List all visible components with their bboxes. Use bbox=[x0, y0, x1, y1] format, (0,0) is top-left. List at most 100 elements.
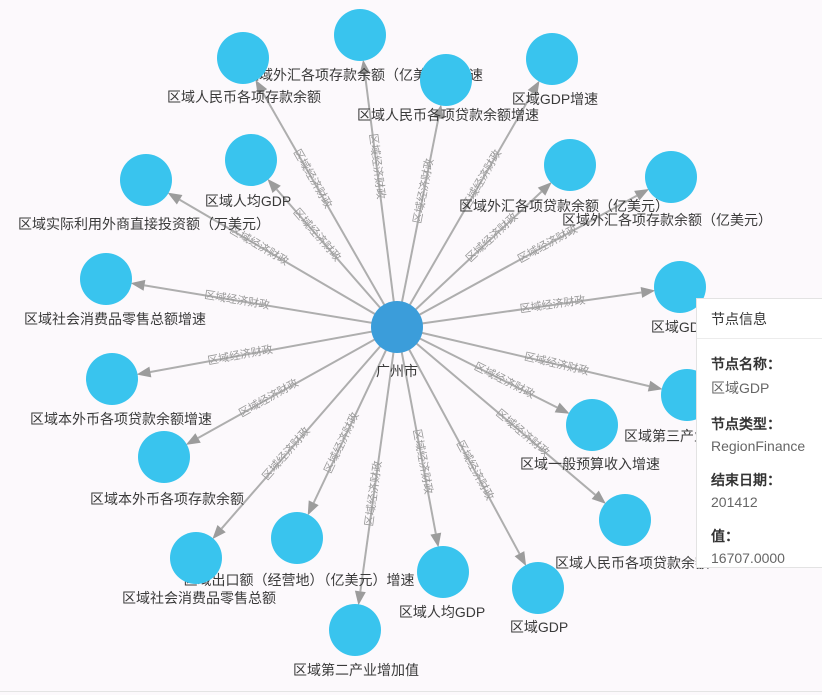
graph-node[interactable] bbox=[526, 33, 578, 85]
graph-node[interactable] bbox=[329, 604, 381, 656]
graph-edge bbox=[197, 326, 398, 439]
graph-edge bbox=[396, 326, 558, 409]
node-label: 区域人民币各项存款余额 bbox=[167, 89, 321, 105]
graph-edge bbox=[275, 188, 398, 328]
node-label: 区域外汇各项贷款余额（亿美元） bbox=[459, 198, 669, 214]
node-label: 区域本外币各项贷款余额增速 bbox=[30, 411, 212, 427]
graph-edge bbox=[396, 92, 534, 328]
node-label: 区域人均GDP bbox=[205, 193, 291, 209]
edge-label: 区域经济财政 bbox=[454, 438, 498, 503]
graph-node[interactable] bbox=[654, 261, 706, 313]
field-value: 201412 bbox=[711, 494, 758, 510]
graph-node[interactable] bbox=[271, 512, 323, 564]
edge-label: 区域经济财政 bbox=[206, 342, 273, 368]
graph-node[interactable] bbox=[544, 139, 596, 191]
node-labels-layer: 区域人民币各项存款余额区域外汇各项存款余额（亿美元）增速区域人民币各项贷款余额增… bbox=[18, 67, 772, 678]
node-label: 区域人民币各项贷款余额增速 bbox=[357, 107, 539, 123]
edge-label: 区域经济财政 bbox=[291, 146, 336, 210]
edge-arrow-icon bbox=[640, 287, 656, 298]
field-value: 区域GDP bbox=[711, 380, 770, 396]
edge-arrow-icon bbox=[130, 279, 146, 291]
graph-node[interactable] bbox=[512, 562, 564, 614]
edge-arrow-icon bbox=[634, 189, 650, 201]
edge-label: 区域经济财政 bbox=[290, 205, 344, 264]
edge-arrow-icon bbox=[136, 366, 152, 378]
graph-edge bbox=[396, 326, 437, 534]
node-label: 区域第二产业增加值 bbox=[293, 662, 419, 678]
node-label: 区域社会消费品零售总额 bbox=[122, 590, 276, 606]
node-label: 区域GDP增速 bbox=[512, 91, 598, 107]
field-label: 值： bbox=[711, 528, 739, 544]
edge-arrow-icon bbox=[430, 532, 442, 548]
graph-node[interactable] bbox=[120, 154, 172, 206]
node-info-panel: 节点信息 节点名称： 区域GDP 节点类型： RegionFinance 结束日… bbox=[696, 298, 822, 568]
edge-label: 区域经济财政 bbox=[410, 428, 436, 495]
node-label: 区域人民币各项贷款余额 bbox=[555, 555, 709, 571]
graph-edge bbox=[396, 326, 650, 388]
field-value: 16707.0000 bbox=[711, 550, 785, 566]
edge-arrow-icon bbox=[255, 79, 268, 95]
edge-label: 区域经济财政 bbox=[463, 210, 521, 265]
graph-node[interactable] bbox=[138, 431, 190, 483]
graph-edge bbox=[179, 198, 398, 328]
graph-edge bbox=[150, 326, 398, 373]
node-label: 区域出口额（经营地）（亿美元）增速 bbox=[184, 572, 415, 588]
edge-label: 区域经济财政 bbox=[361, 460, 384, 527]
edge-arrow-icon bbox=[647, 380, 663, 392]
graph-node[interactable] bbox=[645, 151, 697, 203]
graph-edge bbox=[396, 326, 596, 496]
graph-node[interactable] bbox=[566, 399, 618, 451]
panel-field-end-date: 结束日期： 201412 bbox=[711, 470, 822, 510]
center-graph-node[interactable] bbox=[371, 301, 423, 353]
graph-edge bbox=[396, 326, 521, 555]
node-label: 区域GDP bbox=[510, 619, 568, 635]
edge-label: 区域经济财政 bbox=[259, 424, 313, 483]
edge-arrow-icon bbox=[354, 590, 366, 606]
graph-node[interactable] bbox=[86, 353, 138, 405]
graph-node[interactable] bbox=[420, 54, 472, 106]
graph-edge bbox=[220, 326, 398, 530]
edge-arrow-icon bbox=[514, 551, 527, 567]
canvas-bottom-border bbox=[0, 691, 822, 692]
edge-arrow-icon bbox=[185, 433, 201, 445]
graph-edge bbox=[312, 326, 398, 504]
panel-body: 节点名称： 区域GDP 节点类型： RegionFinance 结束日期： 20… bbox=[697, 339, 822, 566]
node-label: 区域实际利用外商直接投资额（万美元） bbox=[18, 216, 270, 232]
field-value: RegionFinance bbox=[711, 438, 806, 454]
panel-field-type: 节点类型： RegionFinance bbox=[711, 414, 822, 454]
graph-node[interactable] bbox=[217, 32, 269, 84]
node-label: 区域社会消费品零售总额增速 bbox=[24, 311, 206, 327]
graph-node[interactable] bbox=[80, 253, 132, 305]
node-label: 区域本外币各项存款余额 bbox=[90, 491, 244, 507]
graph-node[interactable] bbox=[599, 494, 651, 546]
graph-edge bbox=[363, 73, 398, 328]
nodes-layer bbox=[80, 9, 713, 656]
edge-label: 区域经济财政 bbox=[493, 406, 552, 459]
edge-arrow-icon bbox=[554, 402, 570, 414]
graph-node[interactable] bbox=[170, 532, 222, 584]
graph-edge bbox=[144, 284, 398, 328]
edge-arrow-icon bbox=[212, 524, 226, 540]
node-label: 区域一般预算收入增速 bbox=[520, 456, 660, 472]
edge-label: 区域经济财政 bbox=[367, 133, 389, 200]
edge-arrow-icon bbox=[359, 59, 371, 75]
panel-field-value: 值： 16707.0000 bbox=[711, 526, 822, 566]
edge-arrow-icon bbox=[527, 80, 540, 96]
node-label: 区域外汇各项存款余额（亿美元） bbox=[562, 212, 772, 228]
field-label: 结束日期： bbox=[711, 472, 781, 488]
graph-node[interactable] bbox=[225, 134, 277, 186]
edge-label: 区域经济财政 bbox=[523, 349, 590, 378]
graph-edge bbox=[359, 326, 398, 592]
edge-arrow-icon bbox=[591, 490, 606, 504]
edge-label: 区域经济财政 bbox=[203, 287, 270, 312]
edge-arrow-icon bbox=[267, 178, 281, 193]
graph-edge bbox=[396, 118, 440, 328]
node-label: 区域人均GDP bbox=[399, 604, 485, 620]
graph-node[interactable] bbox=[417, 546, 469, 598]
edge-label: 区域经济财政 bbox=[236, 375, 300, 419]
graph-node[interactable] bbox=[334, 9, 386, 61]
field-label: 节点名称： bbox=[711, 356, 781, 372]
panel-field-name: 节点名称： 区域GDP bbox=[711, 354, 822, 398]
